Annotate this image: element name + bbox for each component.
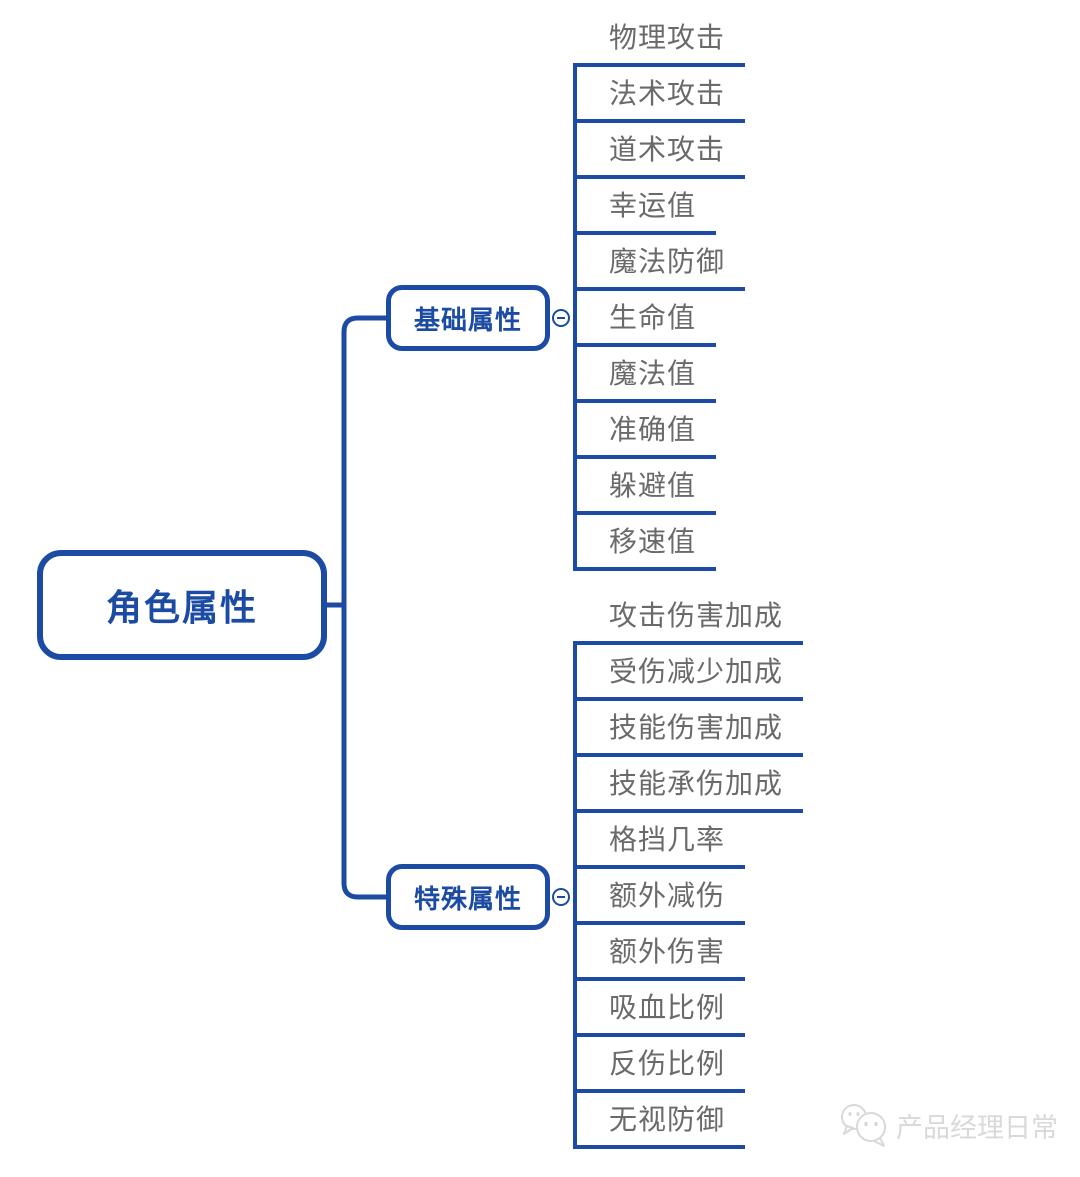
leaf-node[interactable]: 技能伤害加成: [573, 709, 804, 757]
collapse-button-basic[interactable]: [552, 309, 570, 327]
leaf-node[interactable]: 法术攻击: [573, 75, 746, 123]
leaf-node[interactable]: 物理攻击: [573, 19, 746, 67]
leaf-node[interactable]: 幸运值: [573, 187, 717, 235]
minus-icon: [557, 317, 565, 319]
watermark-text: 产品经理日常: [896, 1112, 1058, 1143]
branch-node-basic-label: 基础属性: [413, 304, 522, 335]
leaf-node[interactable]: 准确值: [573, 411, 717, 459]
minus-icon: [557, 896, 565, 898]
leaf-node[interactable]: 道术攻击: [573, 131, 746, 179]
watermark: 产品经理日常: [836, 1100, 1058, 1150]
leaf-node[interactable]: 受伤减少加成: [573, 653, 804, 701]
wechat-icon: [836, 1100, 892, 1150]
branch-node-basic[interactable]: 基础属性: [386, 285, 550, 351]
leaf-node[interactable]: 格挡几率: [573, 821, 746, 869]
leaf-node[interactable]: 移速值: [573, 523, 717, 571]
branch-node-special[interactable]: 特殊属性: [386, 864, 550, 930]
branch-spine-basic: [573, 63, 577, 571]
root-node-label: 角色属性: [105, 587, 258, 628]
leaf-node[interactable]: 技能承伤加成: [573, 765, 804, 813]
leaf-node[interactable]: 额外减伤: [573, 877, 746, 925]
leaf-node[interactable]: 生命值: [573, 299, 717, 347]
branch-node-special-label: 特殊属性: [413, 883, 522, 914]
leaf-node[interactable]: 吸血比例: [573, 989, 746, 1037]
collapse-button-special[interactable]: [552, 888, 570, 906]
leaf-node[interactable]: 攻击伤害加成: [573, 597, 804, 645]
branch-spine-special: [573, 641, 577, 1149]
leaf-node[interactable]: 魔法防御: [573, 243, 746, 291]
leaf-node[interactable]: 魔法值: [573, 355, 717, 403]
root-node[interactable]: 角色属性: [37, 550, 327, 660]
leaf-node[interactable]: 躲避值: [573, 467, 717, 515]
leaf-node[interactable]: 额外伤害: [573, 933, 746, 981]
leaf-node[interactable]: 无视防御: [573, 1101, 746, 1149]
leaf-node[interactable]: 反伤比例: [573, 1045, 746, 1093]
